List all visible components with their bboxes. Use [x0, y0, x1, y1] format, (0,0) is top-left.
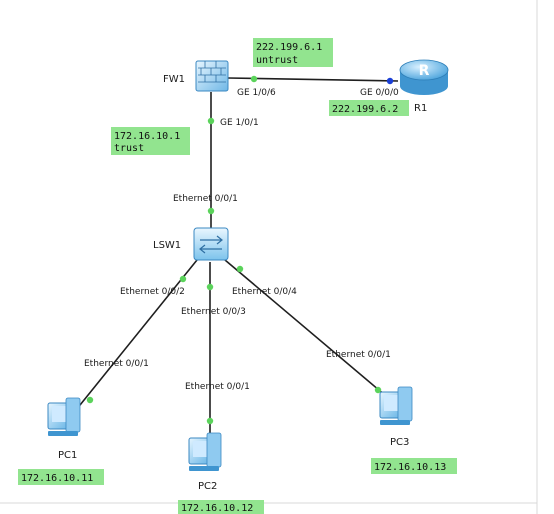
- pc-pc3[interactable]: PC3: [379, 386, 413, 448]
- port-label-lsw1-e002: Ethernet 0/0/2: [120, 287, 185, 297]
- port-dot-pc2-e001[interactable]: [206, 417, 214, 425]
- port-dot-lsw1-e002[interactable]: [179, 275, 187, 283]
- pc-icon: [379, 386, 413, 425]
- address-box-r1[interactable]: 222.199.6.2: [329, 100, 409, 116]
- switch-lsw1[interactable]: LSW1: [153, 227, 229, 261]
- pc-pc2[interactable]: PC2: [188, 432, 222, 492]
- zone-label-trust: trust: [114, 143, 144, 154]
- ip-label-r1: 222.199.6.2: [332, 104, 398, 115]
- device-label-pc2: PC2: [198, 481, 217, 492]
- router-r1[interactable]: R R1: [399, 59, 449, 114]
- port-dot-lsw1-e001[interactable]: [207, 207, 215, 215]
- pc-icon: [188, 432, 222, 471]
- svg-text:R: R: [419, 63, 430, 79]
- pc-pc1[interactable]: PC1: [47, 397, 81, 461]
- device-label-pc1: PC1: [58, 450, 77, 461]
- port-dot-fw1-ge101[interactable]: [207, 117, 215, 125]
- device-label-r1: R1: [414, 103, 427, 114]
- port-label-fw1-ge106: GE 1/0/6: [237, 88, 276, 98]
- port-label-lsw1-e004: Ethernet 0/0/4: [232, 287, 297, 297]
- ip-label-pc3: 172.16.10.13: [374, 462, 446, 473]
- port-label-pc3-e001: Ethernet 0/0/1: [326, 350, 391, 360]
- address-box-pc1[interactable]: 172.16.10.11: [18, 469, 104, 485]
- port-label-lsw1-e001: Ethernet 0/0/1: [173, 194, 238, 204]
- port-dot-pc1-e001[interactable]: [86, 396, 94, 404]
- port-dot-lsw1-e004[interactable]: [236, 265, 244, 273]
- ip-label-fw1-trust: 172.16.10.1: [114, 131, 180, 142]
- device-label-lsw1: LSW1: [153, 240, 181, 251]
- link-lsw1-pc1[interactable]: [75, 259, 198, 411]
- port-label-fw1-ge101: GE 1/0/1: [220, 118, 259, 128]
- port-dot-pc3-e001[interactable]: [374, 386, 382, 394]
- link-lsw1-pc3[interactable]: [224, 259, 387, 397]
- port-dots: [86, 75, 394, 425]
- ip-label-pc2: 172.16.10.12: [181, 503, 253, 514]
- device-label-fw1: FW1: [163, 74, 185, 85]
- port-label-pc2-e001: Ethernet 0/0/1: [185, 382, 250, 392]
- port-dot-lsw1-e003[interactable]: [206, 283, 214, 291]
- port-dot-fw1-ge106[interactable]: [250, 75, 258, 83]
- address-box-pc3[interactable]: 172.16.10.13: [371, 458, 457, 474]
- port-label-lsw1-e003: Ethernet 0/0/3: [181, 307, 246, 317]
- router-icon: R: [399, 59, 449, 95]
- port-label-pc1-e001: Ethernet 0/0/1: [84, 359, 149, 369]
- zone-label-untrust: untrust: [256, 55, 298, 66]
- device-label-pc3: PC3: [390, 437, 409, 448]
- port-label-r1-ge000: GE 0/0/0: [360, 88, 399, 98]
- address-box-fw1-untrust[interactable]: 222.199.6.1 untrust: [253, 38, 333, 67]
- pc-icon: [47, 397, 81, 436]
- port-labels: GE 1/0/6 GE 1/0/1 GE 0/0/0 Ethernet 0/0/…: [84, 88, 399, 392]
- firewall-fw1[interactable]: FW1: [163, 60, 229, 92]
- address-box-fw1-trust[interactable]: 172.16.10.1 trust: [111, 127, 190, 155]
- ip-label-fw1-untrust: 222.199.6.1: [256, 42, 322, 53]
- switch-icon: [193, 227, 229, 261]
- ip-label-pc1: 172.16.10.11: [21, 473, 93, 484]
- firewall-icon: [195, 60, 229, 92]
- port-dot-r1-ge000[interactable]: [386, 77, 394, 85]
- address-box-pc2[interactable]: 172.16.10.12: [178, 500, 264, 514]
